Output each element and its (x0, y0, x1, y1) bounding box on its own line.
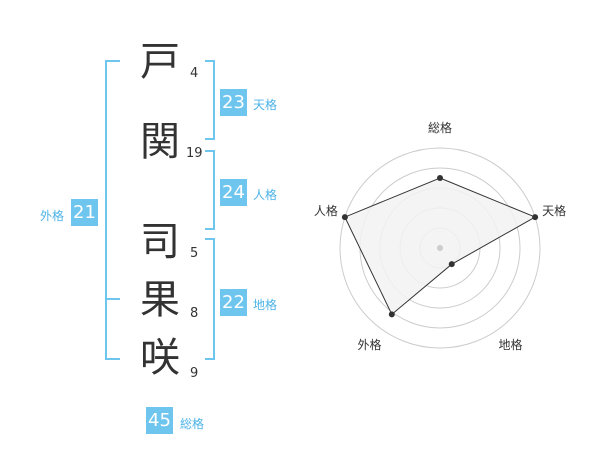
radar-point-0 (437, 175, 443, 181)
radar-center-dot (437, 245, 443, 251)
stroke-count-2: 19 (186, 146, 203, 161)
name-char-1: 戸 (140, 39, 180, 85)
radar-point-4 (341, 214, 348, 221)
name-char-3: 司 (140, 219, 180, 265)
radar-axis-label: 地格 (499, 337, 523, 352)
radar-axis-label: 天格 (542, 203, 566, 218)
gaikaku-label: 外格 (40, 209, 65, 223)
radar-axis-label: 外格 (357, 337, 381, 352)
radar-point-1 (532, 214, 539, 221)
radar-axis-label: 総格 (428, 120, 452, 135)
radar-ring (339, 147, 541, 349)
name-char-2: 関 (140, 119, 180, 165)
chikaku-label: 地格 (253, 298, 278, 312)
gaikaku-value-badge: 21 (71, 199, 98, 226)
stroke-count-1: 4 (190, 66, 199, 81)
name-char-5: 咲 (140, 335, 180, 381)
radar-point-3 (388, 311, 395, 318)
stroke-count-5: 9 (190, 366, 199, 381)
radar-point-2 (448, 261, 455, 268)
stroke-count-4: 8 (190, 306, 199, 321)
tenkaku-label: 天格 (253, 98, 278, 112)
soukaku-value-badge: 45 (146, 407, 173, 434)
chikaku-value-badge: 22 (220, 289, 247, 316)
jinkaku-value-badge: 24 (220, 179, 247, 206)
tenkaku-value-badge: 23 (220, 89, 247, 116)
soukaku-label: 総格 (180, 417, 205, 431)
radar-axis-label: 人格 (314, 203, 338, 218)
jinkaku-label: 人格 (253, 188, 278, 202)
name-char-4: 果 (140, 277, 180, 323)
stroke-count-3: 5 (190, 246, 199, 261)
